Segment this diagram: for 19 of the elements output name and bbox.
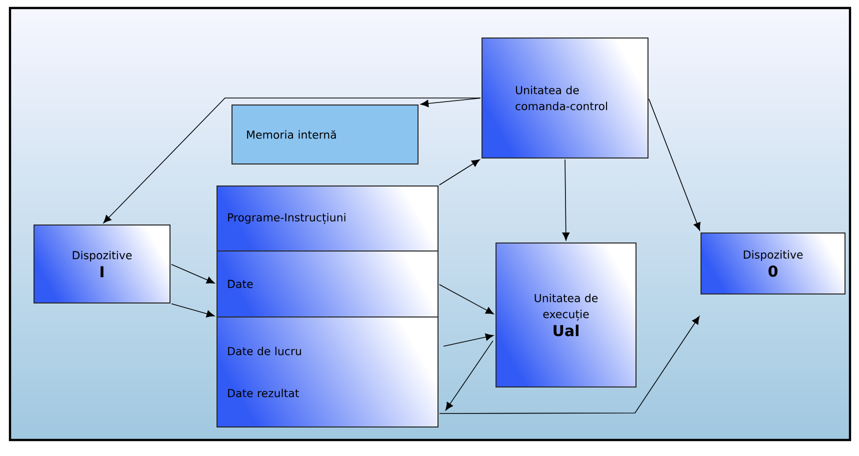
arrow	[443, 333, 494, 347]
arrow	[438, 284, 494, 314]
memory-cell: Date	[216, 250, 438, 318]
memory-cell: Date de lucru Date rezultat	[216, 316, 438, 428]
arrow	[171, 264, 215, 284]
device-box: Dispozitive I	[34, 224, 170, 304]
execution-unit-box: Unitatea de execuție Ual	[496, 242, 636, 388]
arrow	[562, 159, 570, 240]
arrow	[445, 340, 494, 410]
arrow	[171, 303, 215, 318]
arrow	[420, 98, 481, 108]
arrow	[439, 316, 700, 414]
memory-cell: Programe-Instrucțiuni	[216, 186, 438, 252]
device-box: Dispozitive 0	[700, 232, 846, 294]
arrow	[438, 159, 480, 186]
arrow	[648, 98, 700, 231]
memory-box: Memoria internă	[232, 104, 418, 164]
arrow	[103, 98, 481, 224]
control-unit-box: Unitatea de comanda-control	[482, 38, 648, 158]
